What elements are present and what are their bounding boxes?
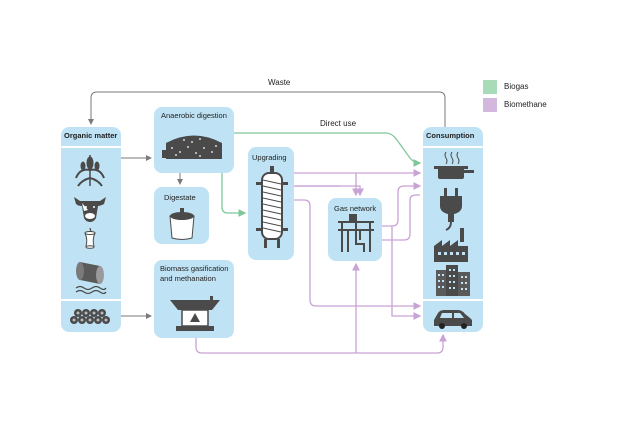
gas-network-title: Gas network: [334, 204, 377, 213]
waste-label: Waste: [268, 78, 291, 87]
cow-icon: [74, 197, 106, 222]
buildings-icon: [436, 265, 470, 296]
apple-core-icon: [84, 227, 96, 249]
legend-label-biomethane: Biomethane: [504, 100, 547, 109]
car-icon: [434, 310, 472, 329]
upgrading-column-icon: [256, 166, 288, 248]
direct-use-label: Direct use: [320, 119, 357, 128]
anaerobic-digestion-title: Anaerobic digestion: [161, 111, 227, 120]
legend-label-biogas: Biogas: [504, 82, 529, 91]
gas-pipes-icon: [338, 214, 374, 252]
biogas-to-upgrading-arrow: [221, 173, 247, 217]
waste-drum-icon: [75, 262, 107, 295]
biomass-gasification-title-2: and methanation: [160, 274, 216, 283]
biomethane-arrows: [195, 169, 447, 354]
waste-arrow: [88, 91, 446, 127]
digestate-bag-icon: [169, 208, 195, 240]
organic-matter-column: [61, 127, 121, 332]
corn-icon: [75, 155, 105, 187]
direct-use-arrow: [234, 132, 422, 167]
digester-icon: [162, 135, 222, 159]
legend-swatch-biogas: [483, 80, 497, 94]
digestate-title: Digestate: [164, 193, 196, 202]
organic-matter-title: Organic matter: [64, 131, 118, 140]
factory-icon: [434, 228, 468, 262]
legend-swatch-biomethane: [483, 98, 497, 112]
consumption-title: Consumption: [426, 131, 475, 140]
consumption-column: [423, 127, 483, 332]
gasifier-icon: [170, 296, 220, 331]
biomass-gasification-box: [154, 260, 234, 338]
power-plug-icon: [440, 188, 462, 231]
biomass-gasification-title-1: Biomass gasification: [160, 264, 229, 273]
wood-logs-icon: [70, 309, 110, 324]
upgrading-title: Upgrading: [252, 153, 287, 162]
cooking-pot-icon: [434, 151, 474, 179]
